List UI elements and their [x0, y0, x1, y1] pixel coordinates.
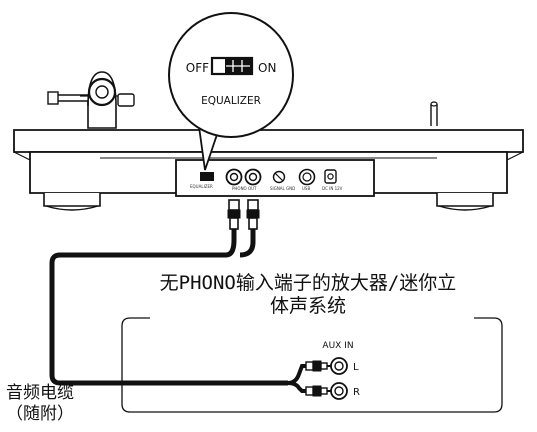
- panel-phono-out-label: PHONO OUT: [232, 186, 257, 191]
- usb-port: [298, 168, 316, 186]
- aux-in-label: AUX IN: [322, 341, 353, 351]
- plinth-top: [13, 129, 524, 153]
- amplifier-title-line2: 体声系统: [269, 295, 346, 317]
- aux-right-label: R: [353, 387, 360, 398]
- callout-on-label: ON: [258, 61, 276, 75]
- aux-left-label: L: [353, 362, 359, 373]
- callout-switch: [210, 56, 254, 76]
- rca-plugs-turntable: [227, 199, 260, 230]
- phono-out-jacks: [225, 168, 262, 186]
- cue-lever: [430, 104, 438, 126]
- panel-dc-label: DC IN 12V: [322, 186, 343, 191]
- cable-main: [49, 229, 288, 386]
- amplifier-title: 无PHONO输入端子的放大器/迷你立 体声系统: [148, 272, 468, 318]
- tonearm: [55, 94, 89, 106]
- rear-panel: EQUALIZER PHONO OUT SIGNAL GND USB DC IN…: [175, 159, 375, 197]
- panel-switch-label: EQUALIZER: [190, 184, 213, 189]
- panel-ground-label: SIGNAL GND: [270, 186, 295, 191]
- rca-plug-left-top: [227, 199, 241, 230]
- amplifier-frame: [121, 317, 503, 413]
- foot-left: [43, 193, 101, 207]
- equalizer-callout: OFF ON EQUALIZER: [168, 12, 294, 171]
- rca-plug-l-amp: [305, 360, 331, 372]
- rca-plug-right-top: [246, 199, 260, 230]
- equalizer-switch[interactable]: [200, 172, 214, 181]
- callout-equalizer-label: EQUALIZER: [201, 95, 261, 107]
- cable-caption: 音频电缆 （随附）: [6, 383, 74, 425]
- amplifier: AUX IN L R: [121, 317, 503, 413]
- dc-in-port: [324, 169, 337, 184]
- cable-caption-line1: 音频电缆: [6, 383, 74, 403]
- aux-jack-right: [330, 382, 348, 400]
- rca-plug-r-amp: [305, 385, 331, 397]
- rca-plugs-amplifier: [305, 360, 331, 397]
- callout-off-label: OFF: [186, 61, 209, 75]
- amplifier-title-line1: 无PHONO输入端子的放大器/迷你立: [159, 272, 457, 294]
- panel-usb-label: USB: [302, 186, 310, 191]
- cable-caption-line2: （随附）: [6, 404, 74, 424]
- foot-right: [436, 193, 494, 207]
- ground-terminal: [272, 170, 286, 184]
- aux-jack-left: [330, 357, 348, 375]
